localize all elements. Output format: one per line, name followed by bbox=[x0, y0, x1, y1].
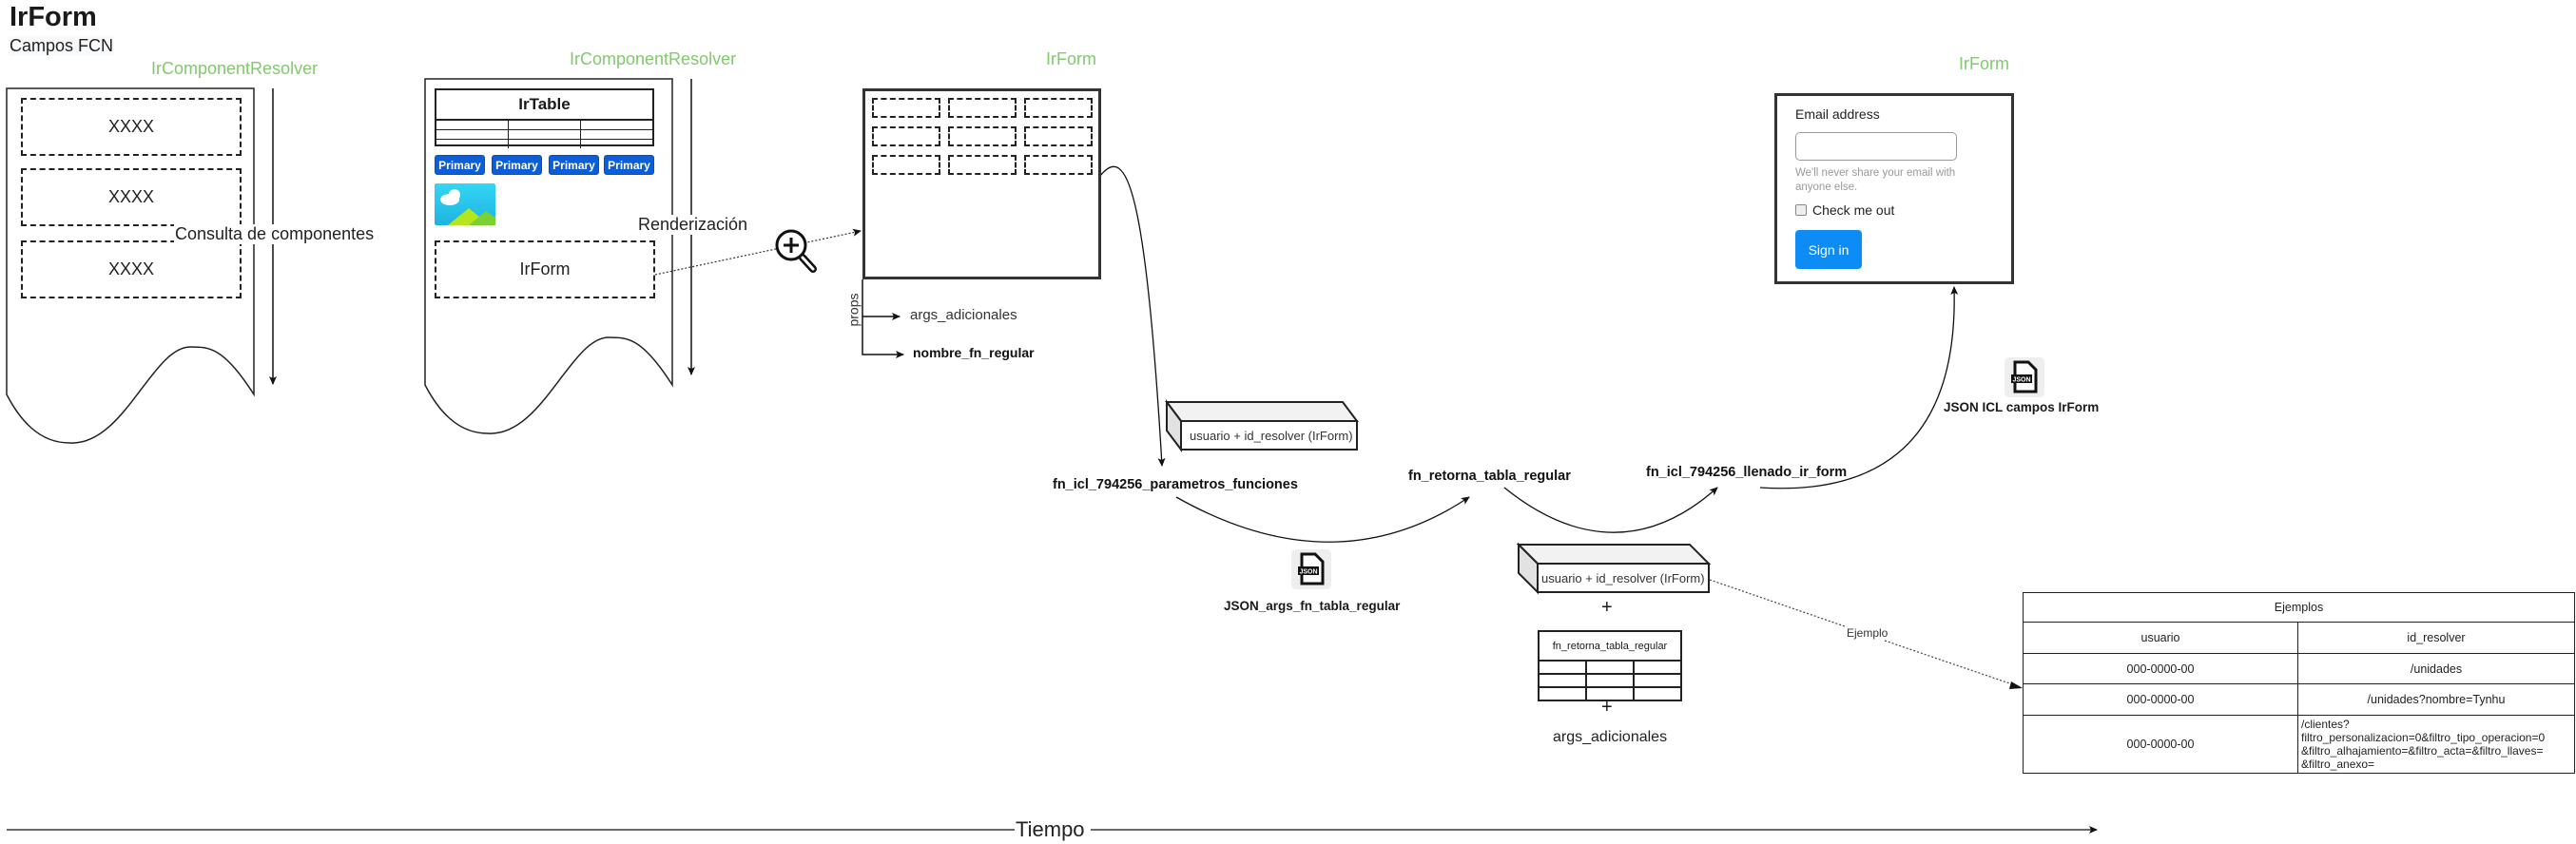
examples-caption: Ejemplos bbox=[2023, 592, 2575, 623]
email-help-text: We'll never share your email with anyone… bbox=[1795, 167, 1956, 193]
placeholder-component-2: XXXX bbox=[21, 168, 242, 226]
json-args-caption: JSON_args_fn_tabla_regular bbox=[1224, 599, 1401, 613]
placeholder-component-3: XXXX bbox=[21, 240, 242, 298]
flow-curve-3 bbox=[1503, 487, 1718, 533]
fn-parametros-funciones: fn_icl_794256_parametros_funciones bbox=[1053, 477, 1298, 492]
irtable-component: IrTable bbox=[435, 88, 654, 148]
svg-text:JSON: JSON bbox=[1299, 569, 1317, 576]
timeline-label: Tiempo bbox=[1016, 817, 1085, 841]
args-adicionales-label: args_adicionales bbox=[1553, 729, 1668, 745]
props-connector bbox=[862, 279, 904, 358]
table-row: 000-0000-00 /clientes? filtro_personaliz… bbox=[2023, 715, 2575, 774]
examples-table: Ejemplos usuario id_resolver 000-0000-00… bbox=[2023, 592, 2575, 774]
irform-layout-box bbox=[862, 88, 1101, 279]
cube2-label: usuario + id_resolver (IrForm) bbox=[1541, 571, 1705, 585]
column-header-usuario: usuario bbox=[2023, 622, 2298, 654]
plus-sign-1: + bbox=[1601, 597, 1613, 618]
fn-retorna-tabla-regular: fn_retorna_tabla_regular bbox=[1408, 469, 1571, 484]
page-title: IrForm bbox=[10, 2, 97, 32]
placeholder-component-1: XXXX bbox=[21, 98, 242, 156]
check-me-out[interactable]: Check me out bbox=[1795, 202, 1894, 218]
fn-llenado-ir-form: fn_icl_794256_llenado_ir_form bbox=[1646, 465, 1848, 480]
table-row: 000-0000-00 /unidades?nombre=Tynhu bbox=[2023, 683, 2575, 716]
stage1-label: IrComponentResolver bbox=[151, 59, 319, 78]
prop-args-adicionales: args_adicionales bbox=[910, 307, 1017, 323]
final-form-label: IrForm bbox=[1959, 54, 2009, 73]
json-file-icon: JSON bbox=[1291, 549, 1331, 589]
consulta-label: Consulta de componentes bbox=[174, 224, 376, 244]
email-label: Email address bbox=[1795, 106, 1880, 122]
zoom-link bbox=[654, 228, 862, 276]
prop-nombre-fn-regular: nombre_fn_regular bbox=[913, 345, 1035, 360]
column-header-id-resolver: id_resolver bbox=[2297, 622, 2575, 654]
cube1-label: usuario + id_resolver (IrForm) bbox=[1190, 429, 1353, 443]
plus-sign-2: + bbox=[1601, 697, 1613, 718]
primary-button-1[interactable]: Primary bbox=[435, 155, 485, 175]
checkbox-label: Check me out bbox=[1812, 202, 1895, 218]
zoom-in-icon bbox=[775, 229, 817, 273]
primary-button-2[interactable]: Primary bbox=[492, 155, 542, 175]
svg-text:JSON: JSON bbox=[2012, 377, 2030, 384]
fn-table-title: fn_retorna_tabla_regular bbox=[1540, 632, 1680, 662]
example-link-label: Ejemplo bbox=[1847, 626, 1888, 640]
fn-table-shape: fn_retorna_tabla_regular bbox=[1538, 630, 1682, 701]
landscape-image-icon bbox=[435, 183, 495, 225]
table-row: 000-0000-00 /unidades bbox=[2023, 653, 2575, 684]
sign-in-button[interactable]: Sign in bbox=[1795, 230, 1862, 269]
json-campos-caption: JSON ICL campos IrForm bbox=[1944, 400, 2100, 414]
stage3-label: IrForm bbox=[1046, 49, 1096, 68]
flow-curve-1 bbox=[1099, 165, 1166, 467]
flow-curve-4 bbox=[1759, 286, 1959, 489]
primary-button-4[interactable]: Primary bbox=[604, 155, 654, 175]
rendered-irform: Email address We'll never share your ema… bbox=[1774, 93, 2014, 284]
props-label: props bbox=[845, 293, 862, 327]
stage2-label: IrComponentResolver bbox=[570, 49, 737, 68]
primary-button-3[interactable]: Primary bbox=[549, 155, 599, 175]
email-input[interactable] bbox=[1795, 132, 1957, 161]
irtable-title: IrTable bbox=[436, 90, 652, 121]
renderizacion-label: Renderización bbox=[637, 215, 749, 235]
json-file-icon: JSON bbox=[2005, 357, 2044, 397]
checkbox[interactable] bbox=[1795, 204, 1807, 216]
page-subtitle: Campos FCN bbox=[9, 36, 115, 56]
flow-curve-2 bbox=[1175, 496, 1470, 543]
irform-placeholder: IrForm bbox=[435, 240, 655, 298]
